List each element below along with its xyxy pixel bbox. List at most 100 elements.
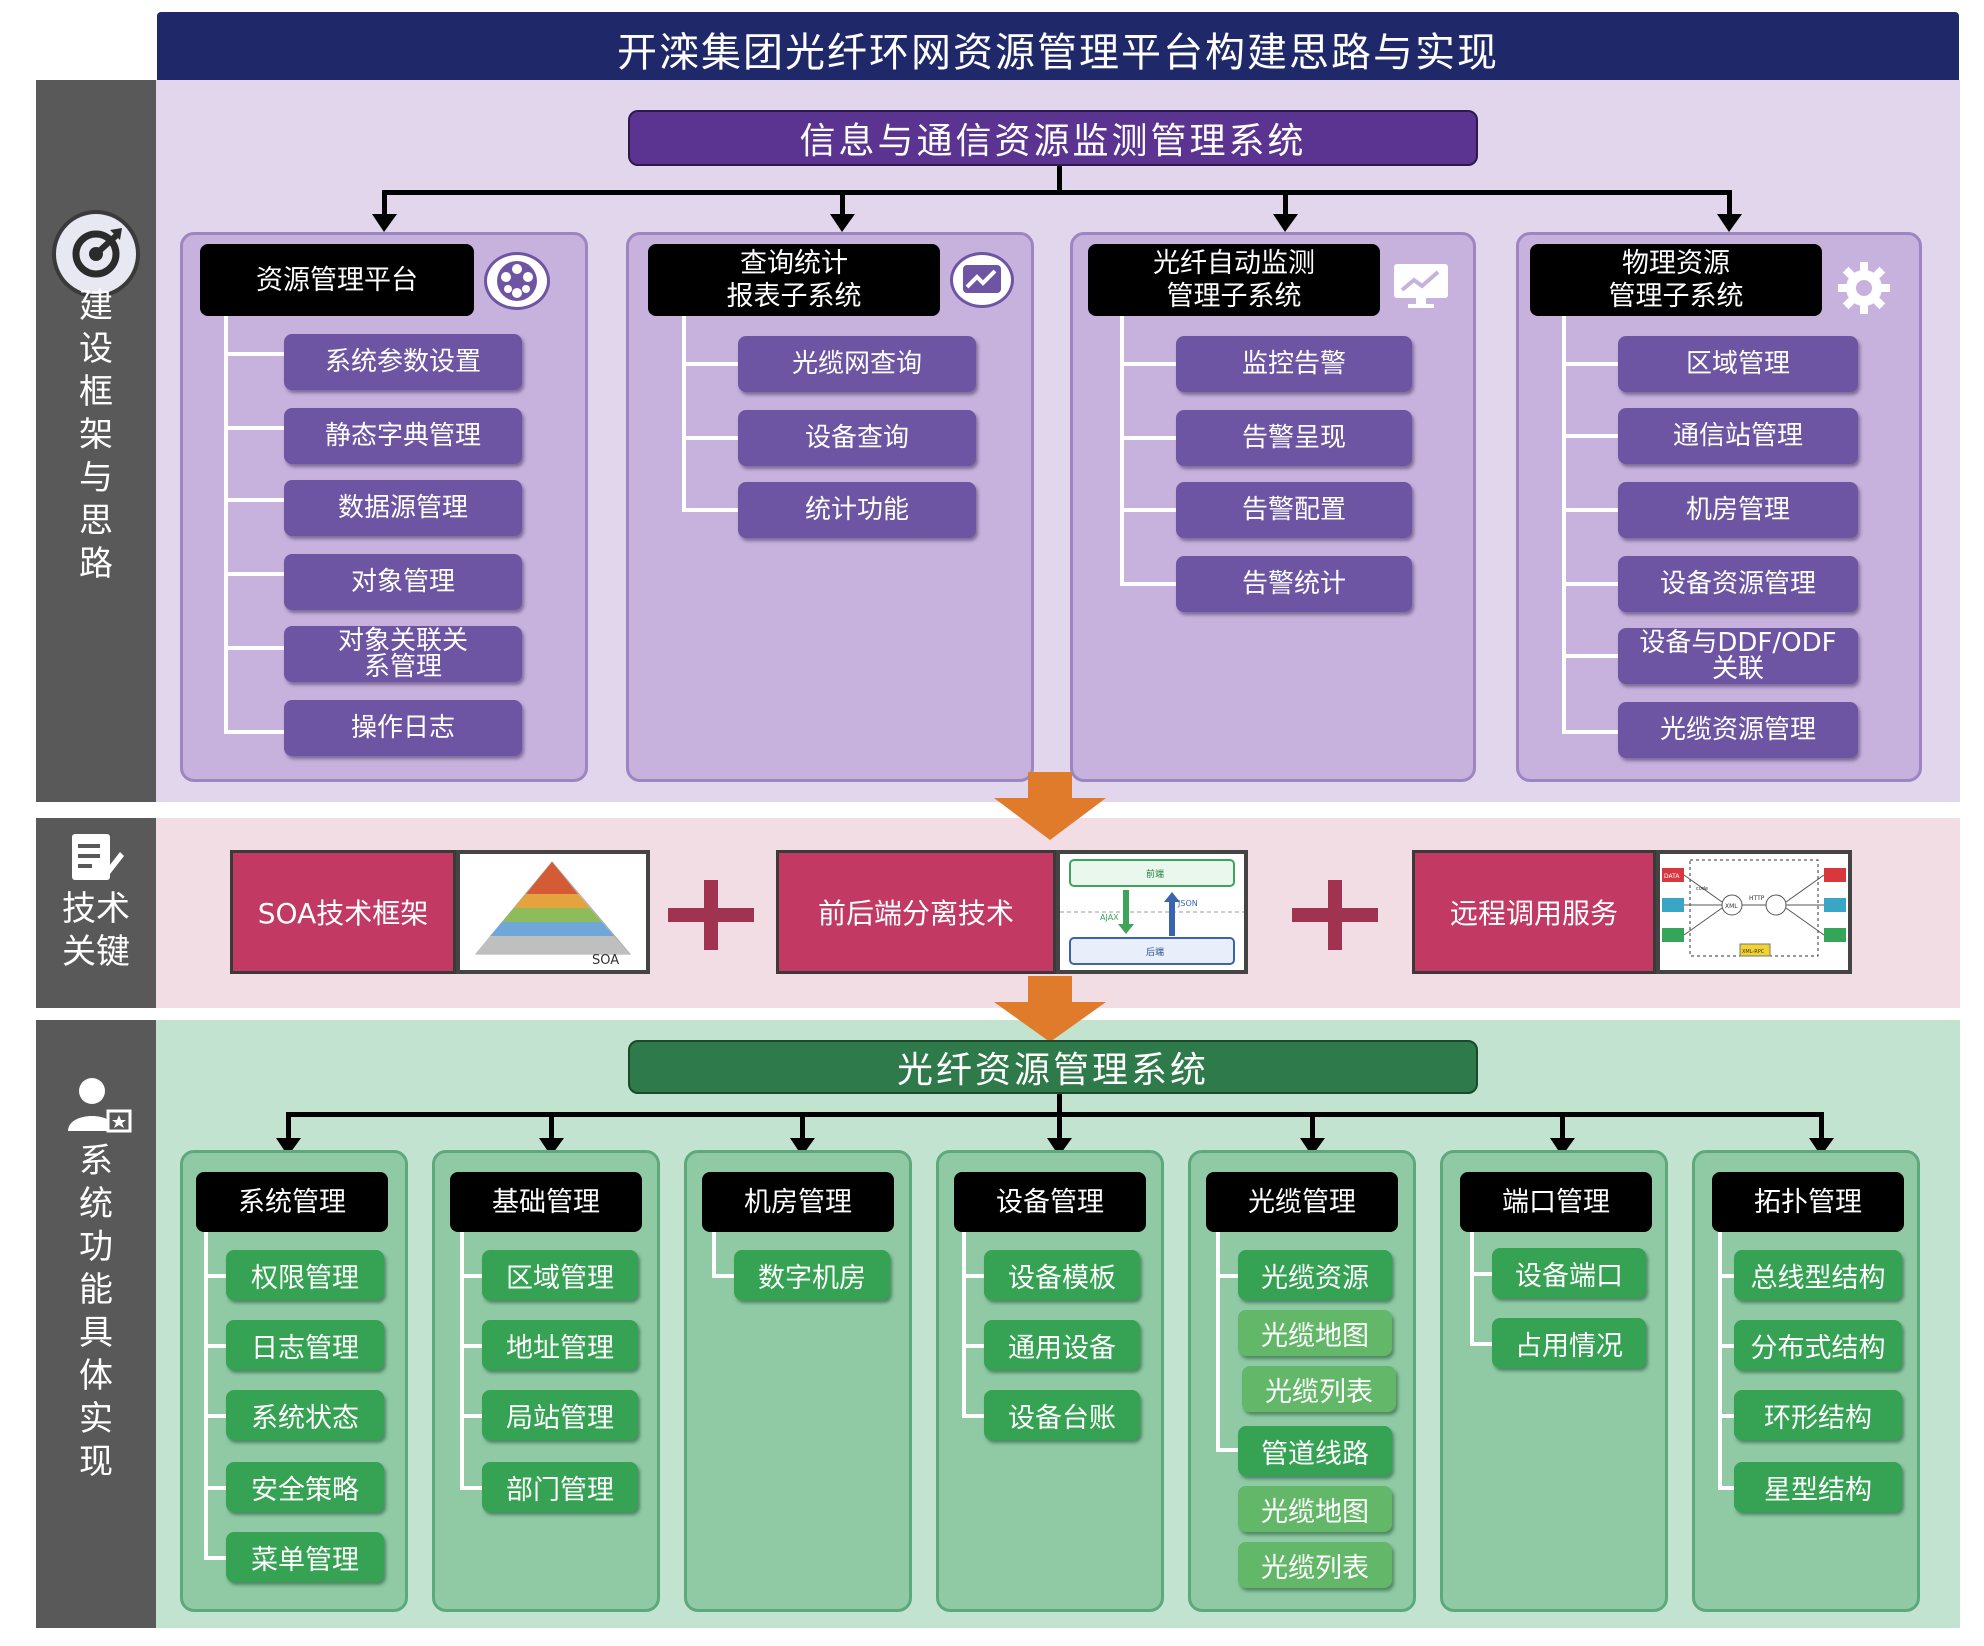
tree-line <box>204 1556 226 1560</box>
item-alarm-config[interactable]: 告警配置 <box>1176 482 1412 538</box>
item-alarm-stats[interactable]: 告警统计 <box>1176 556 1412 612</box>
connector-line <box>1057 1094 1062 1114</box>
item-cable-map-2[interactable]: 光缆地图 <box>1238 1486 1392 1532</box>
tree-line <box>962 1414 984 1418</box>
item-room-mgmt[interactable]: 机房管理 <box>1618 482 1858 538</box>
module-title: 查询统计 报表子系统 <box>648 244 940 316</box>
tree-line <box>1120 508 1176 512</box>
item-department[interactable]: 部门管理 <box>482 1462 638 1512</box>
tree-line <box>224 316 228 734</box>
rpc-xml-label: XML <box>1725 903 1738 910</box>
soa-pyramid-image: SOA <box>456 850 650 974</box>
tree-line <box>224 646 284 650</box>
rpc-code-label: code <box>1696 886 1708 892</box>
item-cable-query[interactable]: 光缆网查询 <box>738 336 976 392</box>
target-arrow-icon <box>52 210 140 298</box>
tree-line <box>460 1414 482 1418</box>
item-object-mgmt[interactable]: 对象管理 <box>284 554 522 610</box>
connector-line <box>1283 190 1288 222</box>
item-security-policy[interactable]: 安全策略 <box>226 1462 384 1512</box>
tree-line <box>1120 362 1176 366</box>
fiber-system-header: 光纤资源管理系统 <box>628 1040 1478 1094</box>
tree-line <box>962 1344 984 1348</box>
tree-line <box>224 426 284 430</box>
tree-line <box>460 1232 464 1490</box>
item-device-template[interactable]: 设备模板 <box>984 1250 1140 1300</box>
tree-line <box>1718 1414 1734 1418</box>
tree-line <box>204 1232 208 1560</box>
item-distributed-topology[interactable]: 分布式结构 <box>1734 1320 1902 1370</box>
item-cable-list[interactable]: 光缆列表 <box>1242 1366 1396 1412</box>
tree-line <box>1562 582 1618 586</box>
tech-rpc[interactable]: 远程调用服务 <box>1412 850 1656 974</box>
item-menu-mgmt[interactable]: 菜单管理 <box>226 1532 384 1582</box>
tree-line <box>1120 316 1124 586</box>
module-title: 光纤自动监测 管理子系统 <box>1088 244 1380 316</box>
side-label-impl: 系 统 功 能 具 体 实 现 <box>36 1140 156 1484</box>
fe-be-diagram-image: 前端 AJAX JSON 后端 <box>1056 850 1248 974</box>
tree-line <box>962 1232 966 1418</box>
item-ddf-odf-link[interactable]: 设备与DDF/ODF关联 <box>1618 628 1858 684</box>
item-region[interactable]: 区域管理 <box>482 1250 638 1300</box>
tree-line <box>1562 434 1618 438</box>
item-occupancy[interactable]: 占用情况 <box>1492 1318 1646 1368</box>
side-bar-framework: 建 设 框 架 与 思 路 <box>36 80 156 802</box>
item-statistics[interactable]: 统计功能 <box>738 482 976 538</box>
item-device-query[interactable]: 设备查询 <box>738 410 976 466</box>
item-device-ledger[interactable]: 设备台账 <box>984 1390 1140 1440</box>
item-duct-route[interactable]: 管道线路 <box>1238 1426 1392 1476</box>
tree-line <box>1562 730 1618 734</box>
item-bus-topology[interactable]: 总线型结构 <box>1734 1250 1902 1300</box>
item-star-topology[interactable]: 星型结构 <box>1734 1462 1902 1512</box>
tree-line <box>712 1232 716 1278</box>
side-char: 功 <box>79 1227 113 1267</box>
item-system-status[interactable]: 系统状态 <box>226 1390 384 1440</box>
tech-soa[interactable]: SOA技术框架 <box>230 850 456 974</box>
tree-line <box>1470 1272 1492 1276</box>
side-char: 实 <box>79 1399 113 1439</box>
module-title: 物理资源 管理子系统 <box>1530 244 1822 316</box>
item-cable-list-2[interactable]: 光缆列表 <box>1238 1542 1392 1588</box>
item-static-dict[interactable]: 静态字典管理 <box>284 408 522 464</box>
side-char: 统 <box>79 1184 113 1224</box>
item-station[interactable]: 局站管理 <box>482 1390 638 1440</box>
user-star-icon <box>64 1075 134 1139</box>
tech-fe-be-separation[interactable]: 前后端分离技术 <box>776 850 1056 974</box>
plus-icon <box>1292 880 1378 950</box>
module-title-line: 查询统计 <box>740 248 848 279</box>
item-log-mgmt[interactable]: 日志管理 <box>226 1320 384 1370</box>
item-datasource[interactable]: 数据源管理 <box>284 480 522 536</box>
item-region-mgmt[interactable]: 区域管理 <box>1618 336 1858 392</box>
item-cable-resource[interactable]: 光缆资源 <box>1238 1250 1392 1300</box>
item-address[interactable]: 地址管理 <box>482 1320 638 1370</box>
item-cable-resource[interactable]: 光缆资源管理 <box>1618 702 1858 758</box>
item-generic-device[interactable]: 通用设备 <box>984 1320 1140 1370</box>
item-device-port[interactable]: 设备端口 <box>1492 1248 1646 1298</box>
monitor-system-header: 信息与通信资源监测管理系统 <box>628 110 1478 166</box>
side-char: 架 <box>79 415 113 455</box>
item-digital-room[interactable]: 数字机房 <box>734 1250 890 1300</box>
tree-line <box>224 498 284 502</box>
item-device-resource[interactable]: 设备资源管理 <box>1618 556 1858 612</box>
side-label-tech: 技术 关键 <box>36 888 156 974</box>
side-char: 框 <box>79 372 113 412</box>
tree-line <box>1470 1342 1492 1346</box>
item-permission[interactable]: 权限管理 <box>226 1250 384 1300</box>
connector-arrows <box>276 1138 1834 1156</box>
tree-line <box>204 1414 226 1418</box>
item-cable-map[interactable]: 光缆地图 <box>1238 1310 1392 1356</box>
connector-line <box>1310 1112 1315 1146</box>
tree-line <box>712 1274 734 1278</box>
item-system-params[interactable]: 系统参数设置 <box>284 334 522 390</box>
item-object-relation[interactable]: 对象关联关系管理 <box>284 626 522 682</box>
monitor-chart-icon <box>1390 260 1452 310</box>
soa-image-label: SOA <box>592 953 619 968</box>
item-ring-topology[interactable]: 环形结构 <box>1734 1390 1902 1440</box>
item-alarm-display[interactable]: 告警呈现 <box>1176 410 1412 466</box>
module-title: 资源管理平台 <box>200 244 474 316</box>
item-operation-log[interactable]: 操作日志 <box>284 700 522 756</box>
item-monitor-alarm[interactable]: 监控告警 <box>1176 336 1412 392</box>
item-station-mgmt[interactable]: 通信站管理 <box>1618 408 1858 464</box>
tree-line <box>224 352 284 356</box>
side-char: 与 <box>79 458 113 498</box>
